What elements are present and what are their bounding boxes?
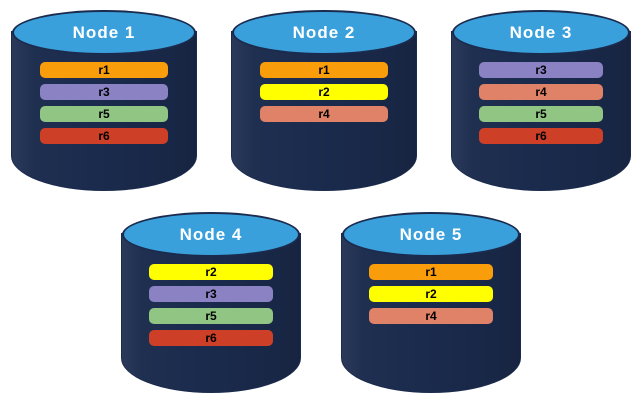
- node-label: Node 4: [179, 224, 243, 244]
- database-node-2[interactable]: Node 2 r1 r2 r4: [232, 10, 416, 190]
- database-node-3[interactable]: Node 3 r3 r4 r5 r6: [452, 10, 630, 190]
- replica-list: r3 r4 r5 r6: [478, 62, 604, 144]
- node-label: Node 2: [292, 22, 356, 42]
- replica-bar[interactable]: r2: [368, 286, 494, 302]
- cylinder-top-ellipse: [122, 212, 300, 257]
- replica-bar[interactable]: r4: [478, 84, 604, 100]
- replica-list: r2 r3 r5 r6: [148, 264, 274, 346]
- replica-bar[interactable]: r3: [478, 62, 604, 78]
- cylinder-top-ellipse: [232, 10, 416, 55]
- cylinder-top-ellipse: [12, 10, 196, 55]
- replica-list: r1 r2 r4: [368, 264, 494, 324]
- replica-bar[interactable]: r1: [368, 264, 494, 280]
- replica-bar[interactable]: r5: [478, 106, 604, 122]
- replica-bar[interactable]: r6: [39, 128, 169, 144]
- database-node-4[interactable]: Node 4 r2 r3 r5 r6: [122, 212, 300, 392]
- replica-bar[interactable]: r4: [259, 106, 389, 122]
- cylinder-top-ellipse: [342, 212, 520, 257]
- database-node-1[interactable]: Node 1 r1 r3 r5 r6: [12, 10, 196, 190]
- node-label: Node 1: [72, 22, 136, 42]
- replica-list: r1 r3 r5 r6: [39, 62, 169, 144]
- cylinder-top-ellipse: [452, 10, 630, 55]
- replica-bar[interactable]: r6: [478, 128, 604, 144]
- replica-bar[interactable]: r3: [39, 84, 169, 100]
- replica-bar[interactable]: r5: [148, 308, 274, 324]
- replica-bar[interactable]: r5: [39, 106, 169, 122]
- node-label: Node 3: [509, 22, 573, 42]
- replica-list: r1 r2 r4: [259, 62, 389, 122]
- replica-bar[interactable]: r4: [368, 308, 494, 324]
- replica-bar[interactable]: r1: [259, 62, 389, 78]
- node-label: Node 5: [399, 224, 463, 244]
- replica-bar[interactable]: r2: [259, 84, 389, 100]
- replica-bar[interactable]: r1: [39, 62, 169, 78]
- database-node-5[interactable]: Node 5 r1 r2 r4: [342, 212, 520, 392]
- replica-bar[interactable]: r6: [148, 330, 274, 346]
- replica-bar[interactable]: r3: [148, 286, 274, 302]
- replica-bar[interactable]: r2: [148, 264, 274, 280]
